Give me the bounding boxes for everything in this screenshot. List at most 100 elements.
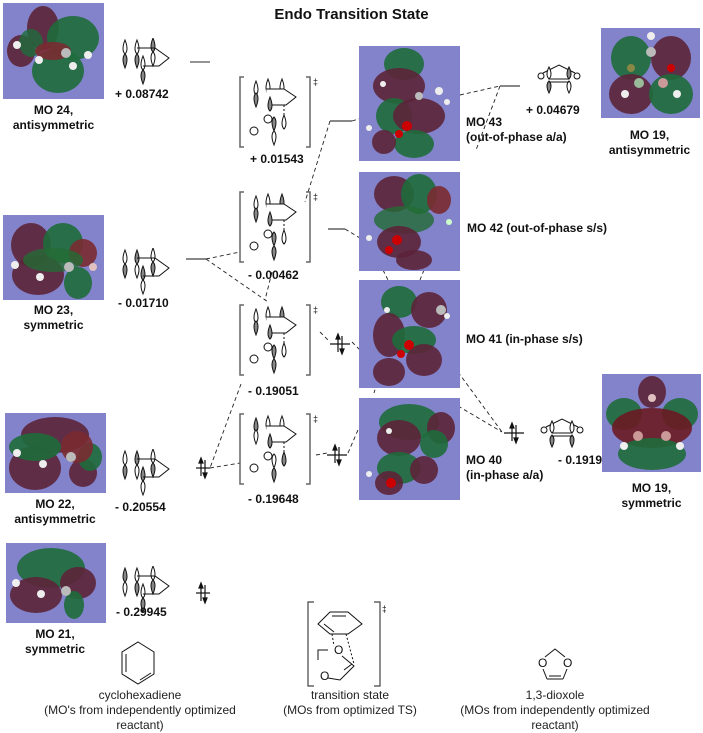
footer-dioxole: 1,3-dioxole (MOs from independently opti…	[450, 688, 660, 733]
energy-dx-mo19b: - 0.19198	[558, 453, 609, 467]
energy-ts-mo41: - 0.19051	[248, 384, 299, 398]
mo-number: MO 19,	[629, 128, 670, 142]
structure-note: (MO's from independently optimized react…	[44, 703, 236, 732]
double-dagger: ‡	[313, 305, 318, 315]
oxygen-label: O	[538, 656, 547, 670]
corr-dx43-img	[459, 85, 501, 96]
porbital-sketch-cd-mo24	[122, 38, 170, 86]
porbital-sketch-dx-mo19b	[540, 418, 584, 449]
corr-img42-41b	[419, 269, 425, 281]
porbital-sketch-cd-mo21	[122, 566, 170, 614]
energy-ts-mo40: - 0.19648	[248, 492, 299, 506]
oxygen-label: O	[334, 643, 343, 657]
energy-ts-mo42: - 0.00462	[248, 268, 299, 282]
porbital-sketch-cd-mo23	[122, 248, 170, 296]
orbital-image-cd-mo23	[3, 215, 104, 300]
corr-ts42-ts41	[264, 271, 273, 301]
corr-img42-41a	[382, 269, 389, 281]
cyclohexadiene-structure	[121, 641, 155, 685]
corr-ts40-e	[315, 452, 328, 456]
double-dagger: ‡	[313, 192, 318, 202]
label-ts-mo41: MO 41 (in-phase s/s)	[466, 332, 583, 346]
footer-transition-state: transition state (MOs from optimized TS)	[265, 688, 435, 718]
mo-symmetry: antisymmetric	[12, 118, 95, 132]
electron-pair-ts41	[330, 332, 350, 356]
orbital-image-ts-mo41	[359, 280, 460, 388]
double-dagger: ‡	[382, 604, 386, 614]
corr-ts43-down	[304, 120, 331, 203]
corr-dx40-b	[457, 405, 503, 433]
footer-cyclohexadiene: cyclohexadiene (MO's from independently …	[30, 688, 250, 733]
ts-sketch-mo42: ‡	[239, 191, 318, 263]
mo-number: MO 19,	[631, 481, 672, 495]
caption-dx-mo19a: MO 19, antisymmetric	[596, 128, 703, 158]
energy-cd-mo24: + 0.08742	[115, 87, 169, 101]
mo-number: MO 24,	[33, 103, 74, 117]
structure-name: 1,3-dioxole	[525, 688, 585, 702]
oxygen-label: O	[320, 669, 329, 683]
ts-sketch-mo43: ‡	[239, 76, 318, 148]
structure-name: transition state	[310, 688, 390, 702]
double-dagger: ‡	[313, 77, 318, 87]
orbital-image-dx-mo19a	[601, 28, 700, 118]
caption-cd-mo24: MO 24, antisymmetric	[0, 103, 107, 133]
corr-dx40-a	[457, 371, 503, 433]
mo-symmetry: symmetric	[621, 496, 682, 510]
corr-ts42-img	[344, 228, 361, 239]
mo-number: MO 43	[466, 115, 503, 129]
dioxole-structure: O O	[538, 648, 572, 680]
corr-ts41-cd22	[209, 383, 242, 469]
mo-symmetry: antisymmetric	[14, 512, 96, 526]
transition-state-structure: O O ‡	[307, 601, 386, 687]
orbital-image-ts-mo43	[359, 46, 460, 161]
porbital-sketch-cd-mo22	[122, 449, 170, 497]
corr-cd23-ts42	[205, 251, 241, 260]
orbital-image-cd-mo24	[3, 3, 104, 99]
ts-sketch-mo40: ‡	[239, 413, 318, 485]
electron-pair-cd21	[196, 581, 210, 605]
orbital-image-dx-mo19b	[602, 374, 701, 472]
orbital-image-ts-mo42	[359, 172, 460, 271]
mo-number: MO 23,	[33, 303, 74, 317]
oxygen-label: O	[563, 656, 572, 670]
energy-dx-mo19a: + 0.04679	[526, 103, 580, 117]
label-ts-mo42: MO 42 (out-of-phase s/s)	[467, 221, 608, 235]
mo-symmetry: symmetric	[24, 642, 86, 656]
energy-cd-mo21: - 0.29945	[116, 605, 167, 619]
corr-ts40-img	[347, 429, 359, 454]
energy-cd-mo23: - 0.01710	[118, 296, 169, 310]
double-dagger: ‡	[313, 414, 318, 424]
caption-cd-mo22: MO 22, antisymmetric	[0, 497, 110, 527]
mo-symmetry: symmetric	[23, 318, 84, 332]
corr-ts41-img	[351, 341, 361, 351]
caption-dx-mo19b: MO 19, symmetric	[598, 481, 703, 511]
mo-number: MO 22,	[35, 497, 75, 511]
electron-pair-cd22	[196, 456, 210, 480]
energy-cd-mo22: - 0.20554	[115, 500, 166, 514]
mo-description: (in-phase a/a)	[466, 468, 544, 482]
mo-symmetry: antisymmetric	[608, 143, 691, 157]
corr-ts41-e	[319, 331, 331, 343]
diagram-title: Endo Transition State	[274, 6, 429, 23]
electron-pair-dx40	[504, 421, 524, 445]
mo-number: MO 40	[466, 453, 503, 467]
energy-ts-mo43: + 0.01543	[250, 152, 304, 166]
electron-pair-ts40	[327, 443, 347, 467]
corr-dx43-down	[475, 85, 501, 151]
caption-cd-mo21: MO 21, symmetric	[0, 627, 110, 657]
structure-note: (MOs from optimized TS)	[283, 703, 417, 717]
corr-cd22-ts40	[209, 462, 241, 469]
label-ts-mo40: MO 40 (in-phase a/a)	[466, 453, 543, 483]
label-ts-mo43: MO 43 (out-of-phase a/a)	[466, 115, 567, 145]
orbital-image-cd-mo22	[5, 413, 106, 493]
structure-note: (MOs from independently optimized reacta…	[460, 703, 650, 732]
caption-cd-mo23: MO 23, symmetric	[0, 303, 107, 333]
mo-number: MO 21,	[35, 627, 75, 641]
porbital-sketch-dx-mo19a	[537, 64, 581, 95]
ts-sketch-mo41: ‡	[239, 304, 318, 376]
orbital-image-cd-mo21	[6, 543, 106, 623]
structure-name: cyclohexadiene	[98, 688, 182, 702]
corr-cd23-ts41	[205, 258, 269, 303]
mo-description: (out-of-phase a/a)	[466, 130, 567, 144]
